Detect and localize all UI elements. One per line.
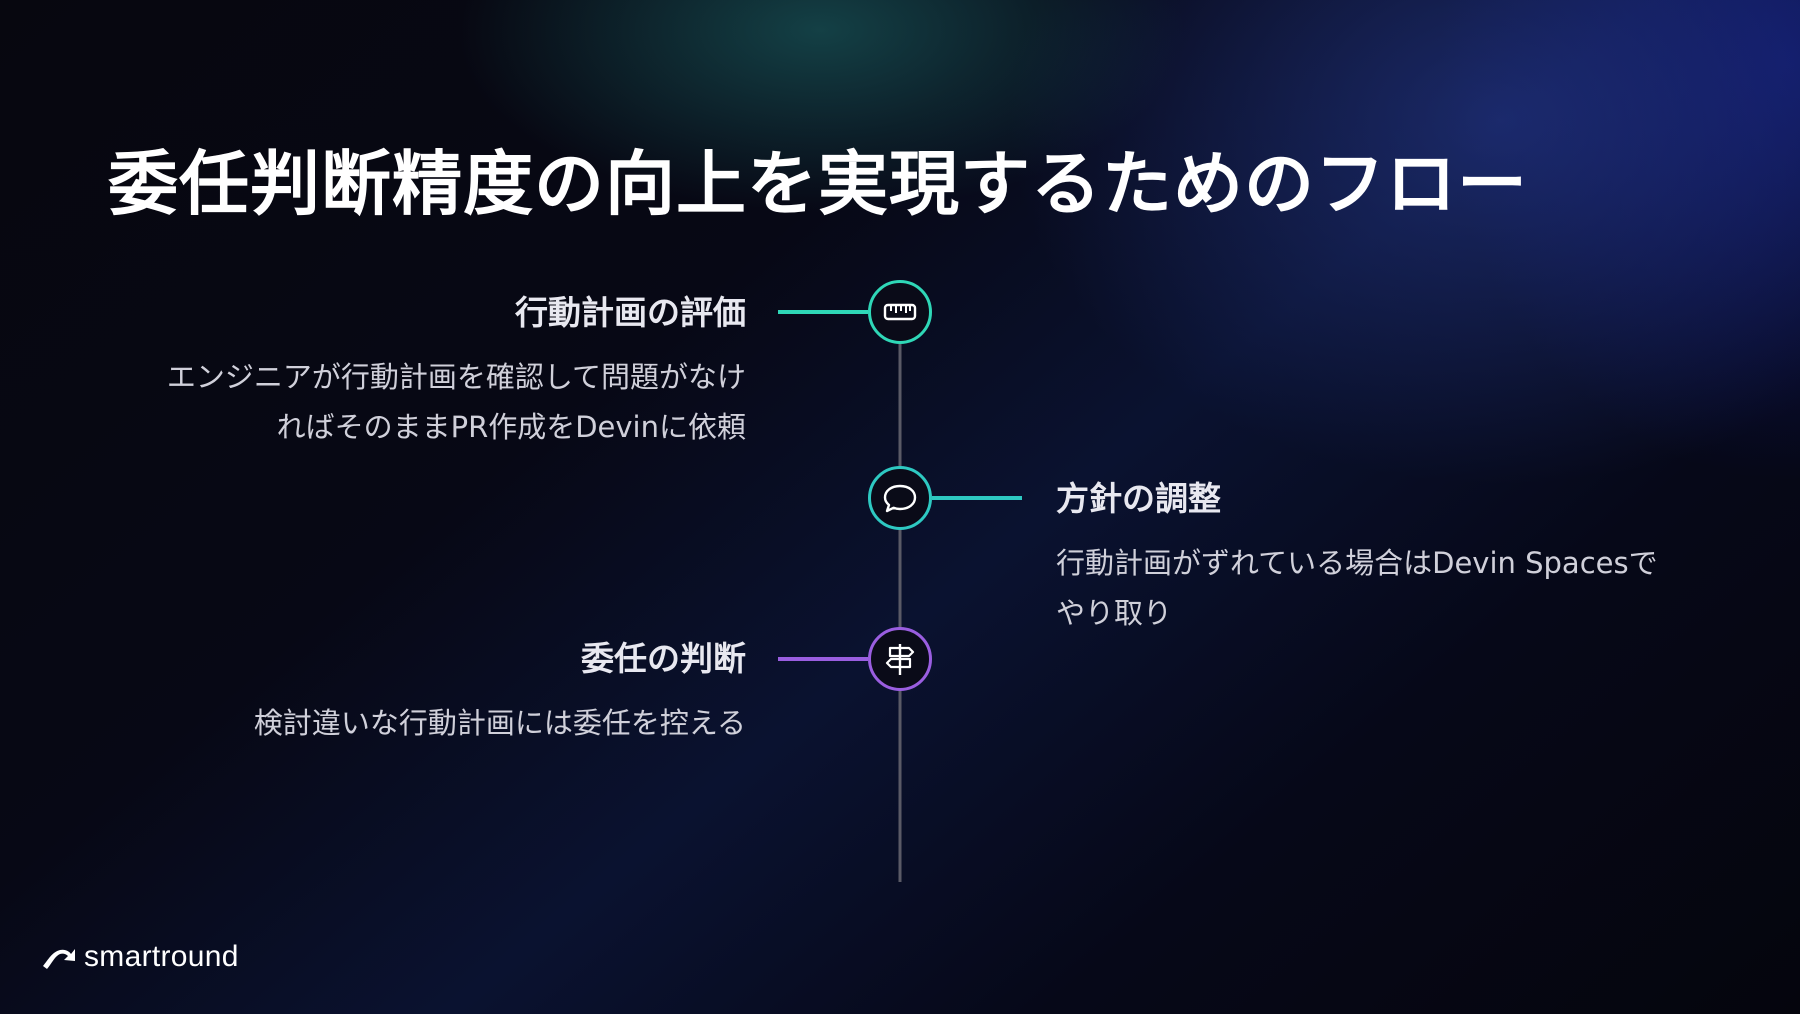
speech-bubble-icon: [883, 484, 917, 513]
step-1-description-line-1: エンジニアが行動計画を確認して問題がなけ: [166, 360, 746, 394]
step-3-description-line-1: 検討違いな行動計画には委任を控える: [253, 706, 746, 740]
signpost-icon: [885, 644, 915, 675]
smartround-logo-icon: [43, 949, 75, 969]
ruler-icon: [883, 303, 917, 321]
page-title: 委任判断精度の向上を実現するためのフロー: [108, 143, 1528, 225]
step-2-description-line-1: 行動計画がずれている場合はDevin Spacesで: [1056, 546, 1658, 580]
step-1-node: [868, 280, 932, 344]
step-3-title: 委任の判断: [581, 639, 746, 678]
step-2-node: [868, 466, 932, 530]
step-2-description: 行動計画がずれている場合はDevin Spacesで やり取り: [1056, 538, 1736, 638]
step-1-description-line-2: ればそのままPR作成をDevinに依頼: [276, 410, 746, 444]
step-2-description-line-2: やり取り: [1056, 596, 1173, 630]
step-1-title: 行動計画の評価: [515, 293, 746, 332]
brand-name: smartround: [84, 940, 239, 973]
step-3-description: 検討違いな行動計画には委任を控える: [86, 698, 746, 748]
brand-logo: smartround: [40, 940, 239, 974]
step-2-title: 方針の調整: [1056, 479, 1221, 518]
step-1-description: エンジニアが行動計画を確認して問題がなけ ればそのままPR作成をDevinに依頼: [86, 352, 746, 452]
step-3-node: [868, 627, 932, 691]
